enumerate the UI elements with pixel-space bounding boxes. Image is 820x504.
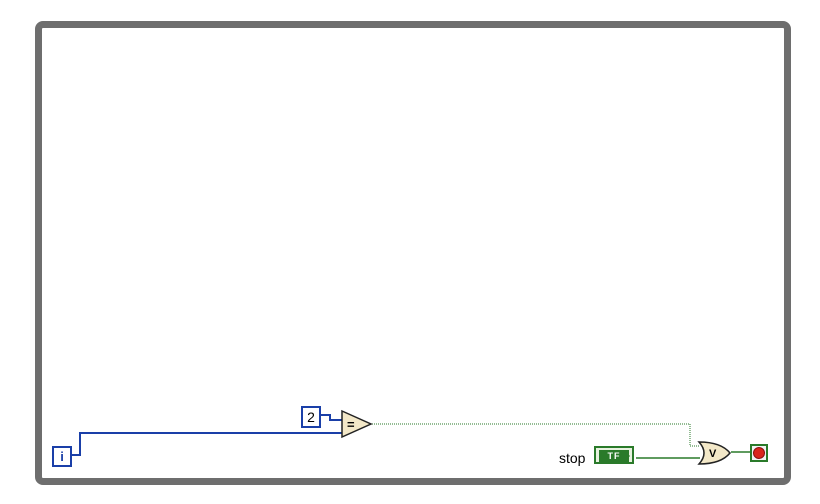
- while-loop-structure[interactable]: [35, 21, 791, 485]
- wire-i-to-equal[interactable]: [70, 432, 343, 456]
- stop-control-terminal[interactable]: TF: [594, 446, 634, 464]
- equal-function-node[interactable]: =: [340, 409, 374, 439]
- stop-terminal-type: TF: [599, 450, 629, 462]
- stop-control-label: stop: [559, 450, 586, 466]
- equal-node-symbol: =: [347, 417, 355, 432]
- iteration-terminal[interactable]: i: [52, 446, 72, 467]
- numeric-constant-value: 2: [307, 409, 315, 425]
- stop-if-true-icon: [753, 447, 765, 459]
- wire-const-to-equal[interactable]: [321, 414, 343, 421]
- iteration-terminal-label: i: [60, 449, 64, 464]
- or-node-symbol: V: [709, 448, 717, 460]
- wire-equal-to-or[interactable]: [372, 423, 700, 447]
- numeric-constant[interactable]: 2: [301, 406, 321, 428]
- loop-condition-terminal[interactable]: [750, 444, 768, 462]
- output-arrow-icon: [626, 452, 630, 460]
- or-function-node[interactable]: V: [697, 440, 733, 466]
